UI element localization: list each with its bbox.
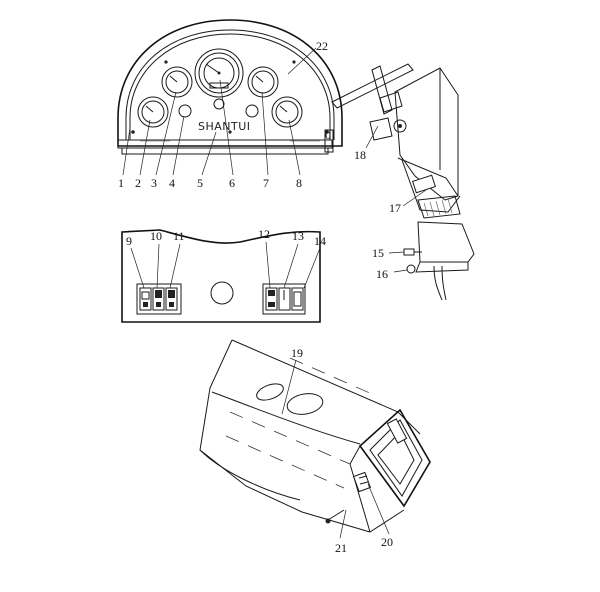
callout-3: 3 <box>151 176 157 190</box>
indicator-lamp-left <box>178 104 192 118</box>
callout-22: 22 <box>316 39 328 53</box>
lever-assembly <box>331 63 475 301</box>
callout-7: 7 <box>263 176 269 190</box>
indicator-lamp-center <box>213 98 225 110</box>
callout-labels: 1 2 3 4 5 6 7 8 9 10 11 12 13 14 15 16 1… <box>118 39 401 555</box>
callout-21: 21 <box>335 541 347 555</box>
console <box>199 339 431 539</box>
switch-panel <box>121 229 321 323</box>
indicator-lamp-right <box>245 104 259 118</box>
instrument-panel: SHANTUI 0 <box>117 19 343 176</box>
switch-11[interactable] <box>165 287 178 311</box>
callout-5: 5 <box>197 176 203 190</box>
callout-17: 17 <box>389 201 401 215</box>
gauge-right-lower <box>271 96 303 128</box>
callout-13: 13 <box>292 229 304 243</box>
bolt <box>403 248 415 256</box>
switch-10[interactable] <box>152 287 165 311</box>
switch-13[interactable] <box>278 287 291 311</box>
callout-19: 19 <box>291 346 303 360</box>
callout-6: 6 <box>229 176 235 190</box>
washer <box>406 264 416 274</box>
callout-16: 16 <box>376 267 388 281</box>
screw <box>325 518 331 524</box>
callout-extra: 0 <box>325 128 331 142</box>
callout-2: 2 <box>135 176 141 190</box>
callout-11: 11 <box>173 229 185 243</box>
callout-14: 14 <box>314 234 326 248</box>
switch-9[interactable] <box>139 287 152 311</box>
callout-4: 4 <box>169 176 175 190</box>
switch-12[interactable] <box>265 287 278 311</box>
callout-9: 9 <box>126 234 132 248</box>
callout-18: 18 <box>354 148 366 162</box>
brand-label: SHANTUI <box>198 120 251 133</box>
callout-8: 8 <box>296 176 302 190</box>
gauge-right-upper <box>247 66 279 98</box>
gauge-left-lower <box>137 96 169 128</box>
console-switch-block <box>352 471 372 493</box>
callout-10: 10 <box>150 229 162 243</box>
switch-14[interactable] <box>291 287 304 311</box>
panel-knob-hole <box>210 281 234 305</box>
callout-12: 12 <box>258 227 270 241</box>
callout-20: 20 <box>381 535 393 549</box>
callout-1: 1 <box>118 176 124 190</box>
gauge-left-upper <box>161 66 193 98</box>
callout-15: 15 <box>372 246 384 260</box>
